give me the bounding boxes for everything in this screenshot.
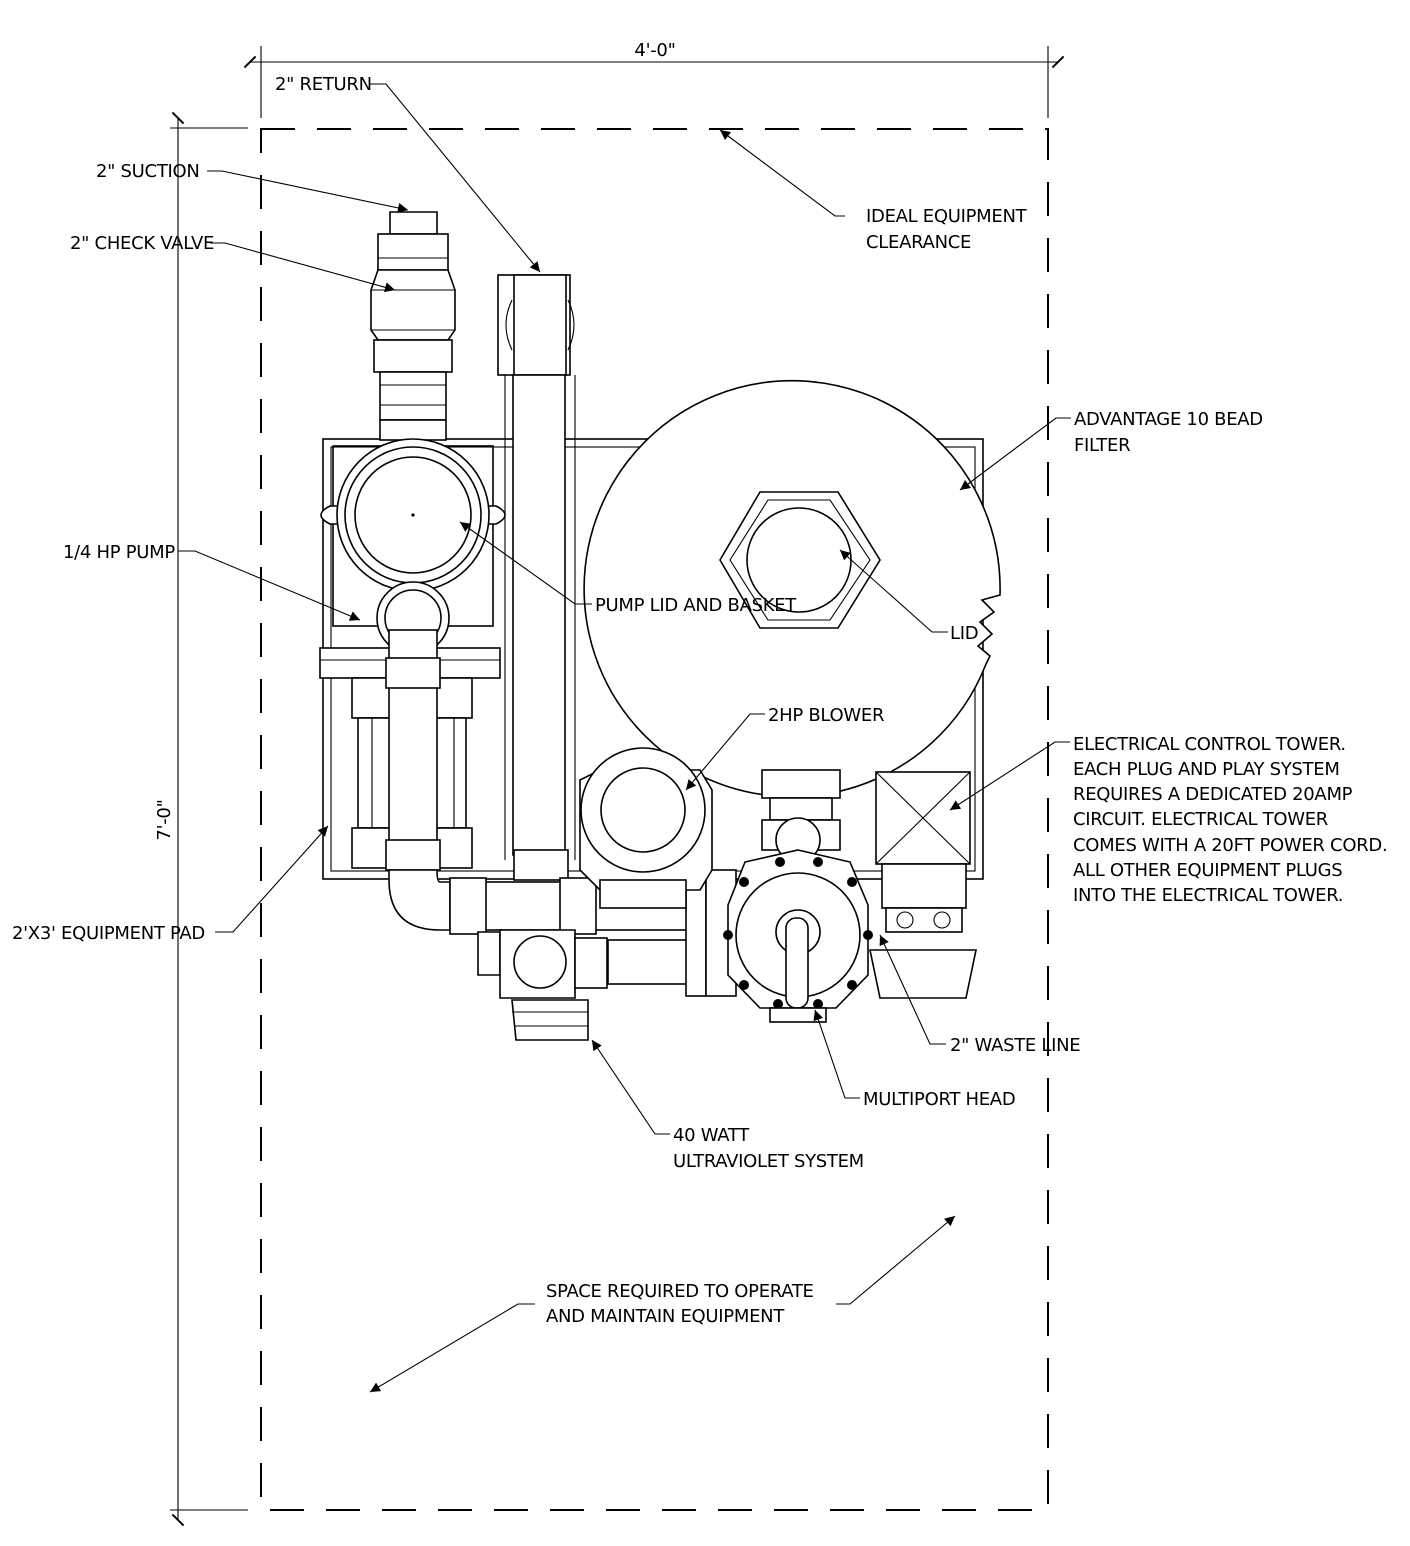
- label-multiport: MULTIPORT HEAD: [863, 1089, 1015, 1110]
- label-return: 2" RETURN: [275, 74, 372, 95]
- label-pump: 1/4 HP PUMP: [63, 542, 175, 563]
- label-suction: 2" SUCTION: [96, 161, 200, 182]
- pump: [319, 438, 506, 931]
- check-valve-assembly: [370, 211, 456, 441]
- label-space-required-1: SPACE REQUIRED TO OPERATE: [546, 1281, 814, 1302]
- label-electrical-4: CIRCUIT. ELECTRICAL TOWER: [1073, 809, 1328, 830]
- electrical-tower: [869, 771, 977, 999]
- label-space-required-2: AND MAINTAIN EQUIPMENT: [546, 1306, 785, 1327]
- label-uv-2: ULTRAVIOLET SYSTEM: [673, 1151, 864, 1172]
- height-dimension-label: 7'-0": [154, 799, 175, 840]
- height-dimension: 7'-0": [154, 111, 248, 1527]
- label-uv-1: 40 WATT: [673, 1125, 750, 1146]
- label-electrical-3: REQUIRES A DEDICATED 20AMP: [1073, 784, 1353, 805]
- label-electrical-6: ALL OTHER EQUIPMENT PLUGS: [1073, 860, 1342, 881]
- label-electrical-7: INTO THE ELECTRICAL TOWER.: [1073, 885, 1343, 906]
- width-dimension: 4'-0": [243, 40, 1065, 118]
- multiport-valve: [723, 769, 873, 1023]
- label-waste-line: 2" WASTE LINE: [950, 1035, 1080, 1056]
- label-ideal-clearance-2: CLEARANCE: [866, 232, 971, 253]
- clearance-boundary: [260, 128, 1049, 1511]
- label-electrical-1: ELECTRICAL CONTROL TOWER.: [1073, 734, 1346, 755]
- label-electrical-2: EACH PLUG AND PLAY SYSTEM: [1073, 759, 1340, 780]
- label-pump-lid: PUMP LID AND BASKET: [595, 595, 797, 616]
- label-electrical-5: COMES WITH A 20FT POWER CORD.: [1073, 835, 1387, 856]
- label-lid: LID: [950, 623, 978, 644]
- label-bead-filter-1: ADVANTAGE 10 BEAD: [1074, 409, 1263, 430]
- label-check-valve: 2" CHECK VALVE: [70, 233, 214, 254]
- bead-filter: [583, 379, 1001, 798]
- width-dimension-label: 4'-0": [634, 40, 675, 61]
- uv-system: [477, 929, 608, 1041]
- label-ideal-clearance-1: IDEAL EQUIPMENT: [866, 206, 1028, 227]
- return-pipe: [497, 274, 576, 881]
- label-bead-filter-2: FILTER: [1074, 435, 1130, 456]
- leader-lines: [178, 83, 1071, 1393]
- label-equipment-pad: 2'X3' EQUIPMENT PAD: [12, 923, 205, 944]
- blower: [579, 747, 713, 909]
- label-blower: 2HP BLOWER: [768, 705, 884, 726]
